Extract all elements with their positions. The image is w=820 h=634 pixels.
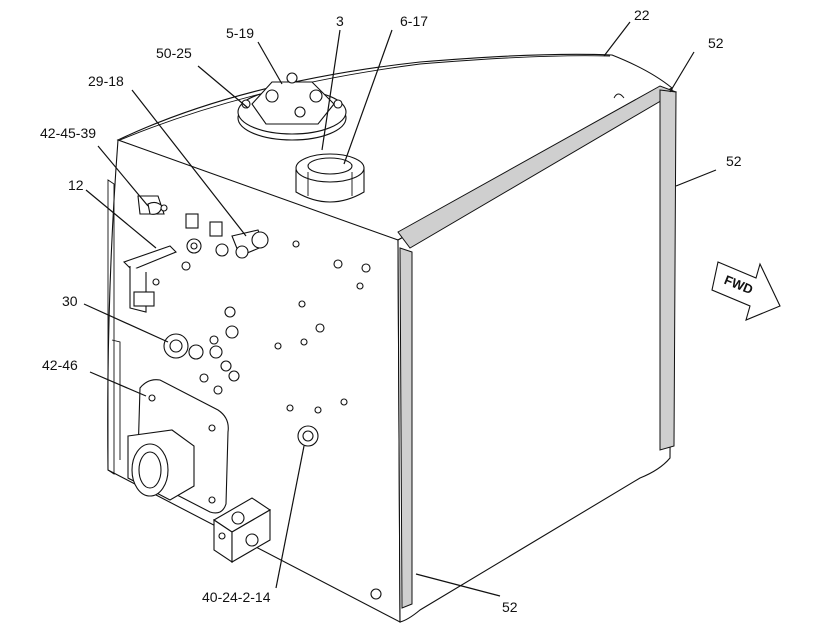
cover-plate xyxy=(127,379,229,514)
top-breather xyxy=(613,93,625,99)
callout-29-18: 29-18 xyxy=(88,73,124,89)
callout-50-25: 50-25 xyxy=(156,45,192,61)
port-plug-30 xyxy=(163,333,223,360)
leader-6-17 xyxy=(343,29,393,165)
callout-22: 22 xyxy=(634,7,650,23)
manifold-block xyxy=(212,497,272,564)
drain-valve xyxy=(297,425,319,447)
leader-12 xyxy=(85,189,157,249)
callout-5-19: 5-19 xyxy=(226,25,254,41)
forward-direction-arrow: FWD xyxy=(711,261,781,321)
leader-52-bottom xyxy=(415,573,501,597)
leader-22 xyxy=(603,21,631,57)
callout-52-bottom: 52 xyxy=(502,599,518,615)
leader-42-45-39 xyxy=(97,145,149,207)
tank-front-face xyxy=(397,87,673,623)
callout-3: 3 xyxy=(336,13,344,29)
tab-bracket-1 xyxy=(185,213,199,229)
tab-bracket-2 xyxy=(209,221,223,237)
leader-42-46 xyxy=(89,371,147,397)
leader-3 xyxy=(321,29,341,151)
leader-52-right xyxy=(675,169,717,187)
gasket-left-edge xyxy=(399,247,413,609)
callout-52-top: 52 xyxy=(708,35,724,51)
callout-40-24-2-14: 40-24-2-14 xyxy=(202,589,271,605)
callout-42-45-39: 42-45-39 xyxy=(40,125,96,141)
callout-6-17: 6-17 xyxy=(400,13,428,29)
port-plugs xyxy=(199,240,382,600)
leader-30 xyxy=(83,303,169,343)
clamp-bracket xyxy=(137,195,168,215)
callout-42-46: 42-46 xyxy=(42,357,78,373)
leader-52-top xyxy=(669,51,695,93)
port-fitting-2 xyxy=(215,243,229,257)
leader-29-18 xyxy=(131,89,247,237)
gasket-right-edge xyxy=(659,89,677,451)
left-edge-detail xyxy=(111,339,121,460)
mount-bracket xyxy=(122,245,191,313)
left-edge-strip xyxy=(107,179,115,475)
filler-neck xyxy=(295,153,365,203)
leader-40-24-2-14 xyxy=(275,445,305,589)
callout-30: 30 xyxy=(62,293,78,309)
top-flange-assembly xyxy=(237,72,347,141)
tank-top-curve xyxy=(119,55,611,141)
callout-12: 12 xyxy=(68,177,84,193)
sight-gauge xyxy=(231,229,269,259)
callout-52-right: 52 xyxy=(726,153,742,169)
port-fitting-1-inner xyxy=(190,242,198,250)
leader-50-25 xyxy=(197,65,249,109)
leader-5-19 xyxy=(257,41,283,85)
